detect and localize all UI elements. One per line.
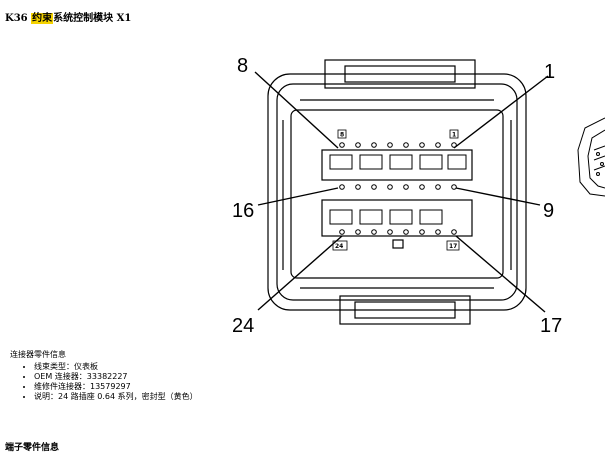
terminal-info-heading: 端子零件信息 <box>5 443 60 453</box>
leader-16 <box>257 187 339 206</box>
leader-1 <box>453 75 549 149</box>
list-item: 说明：24 路插座 0.64 系列，密封型（黄色） <box>34 392 198 402</box>
list-item: 维修件连接器：13579297 <box>34 382 198 392</box>
connector-info-list: 线束类型：仪表板 OEM 连接器：33382227 维修件连接器：1357929… <box>10 362 198 402</box>
key-notch <box>392 239 404 249</box>
pin-label-16: 16 <box>232 200 254 222</box>
connector-inner-wall <box>276 83 518 301</box>
highlighted-term: 约束 <box>31 13 54 24</box>
leader-8 <box>254 71 339 149</box>
module-code: K36 <box>5 13 28 24</box>
bottom-latch <box>339 295 471 325</box>
connector-housing <box>267 73 527 311</box>
lower-cavity-block <box>321 199 473 237</box>
pin-label-8: 8 <box>237 55 248 77</box>
pin-label-24: 24 <box>232 315 254 337</box>
pin-label-1: 1 <box>544 61 555 83</box>
list-item: 线束类型：仪表板 <box>34 362 198 372</box>
pin-label-17: 17 <box>540 315 562 337</box>
page-title: K36 约束系统控制模块 X1 <box>5 9 131 24</box>
inner-label-8: 8 <box>340 132 344 139</box>
inner-label-17: 17 <box>449 243 457 250</box>
connector-face <box>290 109 504 279</box>
bottom-latch-inner <box>354 301 456 319</box>
leader-17 <box>455 235 546 313</box>
connector-info-heading: 连接器零件信息 <box>10 350 66 359</box>
top-latch <box>324 59 476 89</box>
inner-label-24: 24 <box>335 243 343 250</box>
pin-label-9: 9 <box>543 200 554 222</box>
module-name: 系统控制模块 X1 <box>53 13 132 24</box>
connector-side-view <box>577 117 605 197</box>
leader-9 <box>455 187 541 206</box>
list-item: OEM 连接器：33382227 <box>34 372 198 382</box>
leader-24 <box>257 235 343 311</box>
top-latch-inner <box>344 65 456 83</box>
inner-label-1: 1 <box>452 132 456 139</box>
upper-cavity-block <box>321 149 473 181</box>
connector-diagram: 8 1 24 17 8 1 16 9 24 17 <box>232 55 605 337</box>
